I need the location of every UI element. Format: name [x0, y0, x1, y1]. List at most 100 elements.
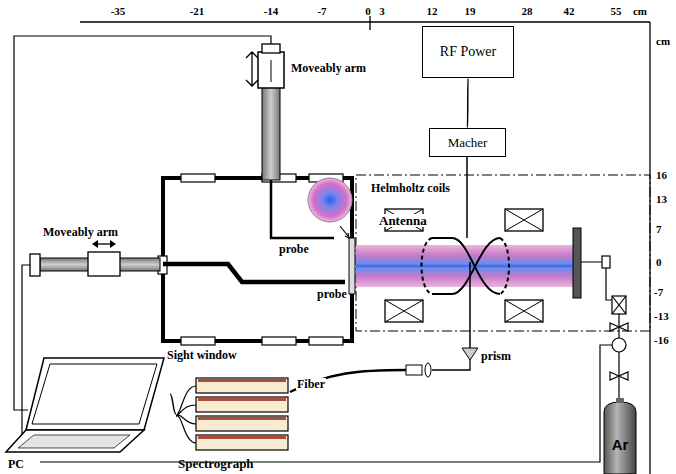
signal-wires [14, 36, 612, 462]
axis-tick-label: 19 [465, 6, 476, 17]
axes [369, 16, 370, 30]
node-shape [4, 352, 170, 472]
rf-power-box: RF Power [422, 26, 514, 78]
drawing-part [432, 238, 500, 294]
left-moveable-arm [163, 264, 345, 282]
source-region [356, 175, 650, 331]
spectrograph-unit [196, 378, 288, 393]
part-label: Moveably arm [42, 226, 119, 238]
axis-tick-label: -35 [111, 6, 126, 17]
optics [290, 348, 478, 392]
axis-tick-label: -7 [317, 6, 326, 17]
left-moveable-arm [88, 252, 120, 276]
top-moveable-arm [262, 44, 280, 53]
axis-tick-label: 28 [522, 6, 533, 17]
axes [80, 21, 650, 22]
left-moveable-arm [92, 240, 116, 248]
axis-tick-label: 3 [379, 6, 385, 17]
axis-tick-label: 12 [427, 6, 438, 17]
axis-tick-label: -14 [264, 6, 279, 17]
part-label: Sight window [166, 349, 238, 361]
axis-tick-label: 42 [564, 6, 575, 17]
source-region [356, 245, 573, 287]
laptop-keys [18, 435, 130, 448]
spectrograph-stack: Spectrograph [176, 372, 292, 472]
spectrograph-unit [196, 435, 288, 450]
vacuum-chamber [349, 238, 355, 294]
optics [406, 365, 422, 375]
drawing-part [432, 238, 500, 294]
drawing-part [385, 300, 543, 322]
gas-feed [610, 323, 628, 380]
laptop-keyboard [6, 430, 144, 452]
fiber-branch [176, 405, 196, 416]
connector-line [467, 78, 469, 128]
drawing-part [262, 337, 296, 345]
signal-wires [14, 36, 271, 410]
drawing-part [181, 337, 215, 345]
axis-tick-label: -21 [190, 6, 205, 17]
argon-cylinder: Ar [598, 398, 642, 474]
node-label: Macher [448, 135, 488, 151]
axes [80, 16, 650, 474]
fiber-branch [176, 386, 196, 416]
node-label: RF Power [440, 44, 496, 60]
vacuum-chamber [158, 174, 355, 345]
spectrograph-top [198, 379, 286, 382]
source-region [573, 228, 581, 298]
plasma-cross-section [308, 178, 352, 238]
axis-tick-label: 0 [365, 6, 371, 17]
top-moveable-arm [262, 86, 280, 180]
part-label: Helmholtz coils [370, 182, 451, 194]
spectrograph-top [198, 398, 286, 401]
cylinder-valve [616, 398, 624, 403]
source-region [356, 175, 650, 331]
node-label: PC [8, 457, 24, 472]
node-label: Ar [612, 436, 629, 453]
spectrograph-unit [196, 397, 288, 412]
spectrograph-top [198, 436, 286, 439]
plasma-cross-section [345, 233, 349, 238]
spectrograph-unit [196, 416, 288, 431]
rf-line [469, 262, 471, 348]
optics [425, 363, 431, 377]
drawing-part [422, 238, 433, 294]
gas-feed [612, 338, 626, 352]
laptop-screen [26, 358, 164, 430]
axis-tick-label: -16 [654, 335, 669, 346]
axis-tick-label: 13 [656, 194, 667, 205]
left-moveable-arm [98, 243, 110, 244]
drawing-part [422, 238, 510, 294]
vacuum-chamber [163, 178, 352, 341]
part-label: probe [316, 288, 348, 300]
fiber-branch [176, 416, 196, 443]
part-label: Fiber [296, 378, 326, 390]
top-moveable-arm [246, 52, 258, 86]
axis-tick-label: 55 [611, 6, 622, 17]
cylinder-body [604, 402, 636, 474]
plasma-cross-section [308, 178, 352, 222]
part-label: Antenna [378, 214, 428, 227]
plasma-cross-section [340, 226, 348, 236]
node-label: Spectrograph [178, 456, 254, 472]
part-label: probe [278, 243, 310, 255]
axis-tick-label: 7 [656, 224, 662, 235]
laptop-screen [32, 364, 157, 424]
gas-feed [581, 256, 628, 398]
part-label: Moveably arm [290, 62, 367, 74]
drawing-part [309, 337, 343, 345]
laptop-pc: PC [4, 352, 170, 472]
axis-tick-label: 0 [656, 257, 662, 268]
gas-feed [602, 256, 610, 268]
axis-tick-label: cm [633, 6, 647, 17]
axis-tick-label: -7 [654, 287, 663, 298]
left-moveable-arm [30, 240, 345, 282]
spectrograph-top [198, 417, 286, 420]
connector-line [170, 394, 176, 414]
axis-tick-label: 16 [656, 170, 667, 181]
rf-line [467, 157, 470, 348]
optics [462, 348, 478, 360]
drawing-part [500, 238, 509, 294]
left-moveable-arm [30, 254, 40, 276]
